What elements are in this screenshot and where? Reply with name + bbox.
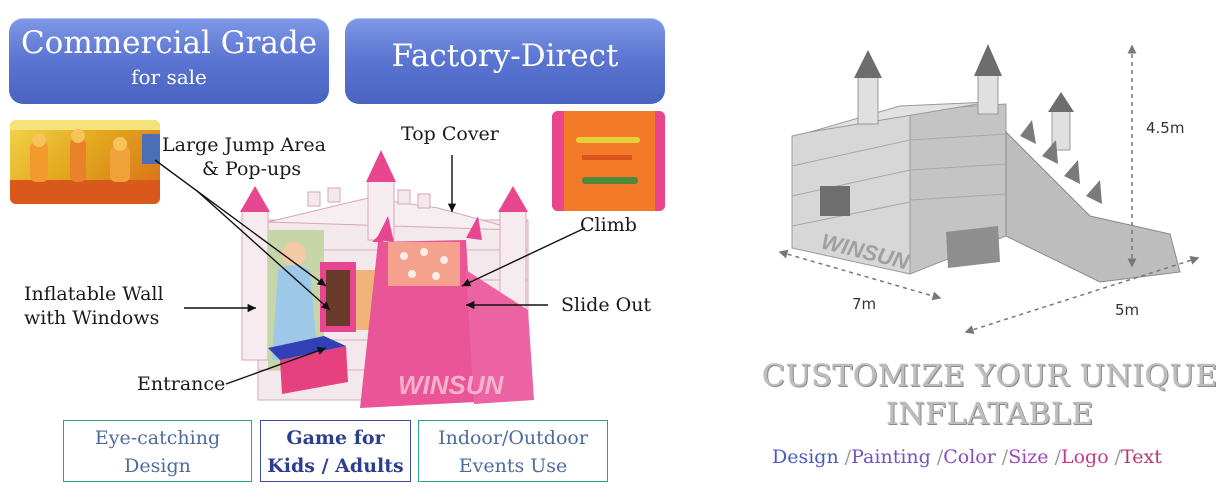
feature-line: Indoor/Outdoor [438,427,588,449]
headline-line: CUSTOMIZE YOUR UNIQUE [762,359,1218,394]
commercial-grade-banner: Commercial Grade for sale [9,18,329,104]
jump-area-callout: Large Jump Area & Pop-ups [162,134,326,182]
customization-tags: Design/Painting/Color/Size/Logo/Text [772,446,1162,468]
feature-eye-catching: Eye-catching Design [63,420,252,482]
tag-logo: Logo [1060,446,1109,468]
entrance-callout: Entrance [137,373,226,395]
customize-headline: CUSTOMIZE YOUR UNIQUE INFLATABLE [762,358,1218,434]
castle-watermark: WINSUN [398,370,505,400]
castle-dimension-drawing: WINSUN [778,44,1200,335]
wall-callout: Inflatable Wall with Windows [24,283,164,331]
climb-photo [552,111,665,211]
factory-direct-banner: Factory-Direct [345,18,665,104]
feature-game: Game for Kids / Adults [260,420,411,482]
callout-line: with Windows [24,306,160,329]
tag-text: Text [1121,446,1162,468]
feature-line: Kids / Adults [267,455,404,477]
width-dimension: 5m [1115,301,1140,319]
banner-title: Commercial Grade [20,25,318,61]
feature-line: Game for [286,427,385,449]
tag-size: Size [1008,446,1049,468]
castle-illustration: WINSUN [240,150,534,408]
climb-callout: Climb [580,214,637,236]
feature-indoor-outdoor: Indoor/Outdoor Events Use [418,420,608,482]
headline-line: INFLATABLE [886,397,1094,432]
feature-line: Design [124,455,191,477]
jump-area-photo [10,120,160,204]
feature-line: Events Use [458,455,568,477]
banner-subtitle: for sale [131,65,207,89]
top-cover-callout: Top Cover [401,123,499,145]
height-dimension: 4.5m [1146,119,1185,137]
slide-out-callout: Slide Out [561,294,652,316]
tag-painting: Painting [851,446,931,468]
callout-line: Large Jump Area [162,134,326,156]
tag-color: Color [943,446,996,468]
callout-line: & Pop-ups [202,157,302,180]
callout-line: Inflatable Wall [24,283,164,305]
length-dimension: 7m [852,295,877,313]
tag-design: Design [772,446,839,468]
banner-title: Factory-Direct [391,38,619,74]
feature-line: Eye-catching [94,427,221,449]
